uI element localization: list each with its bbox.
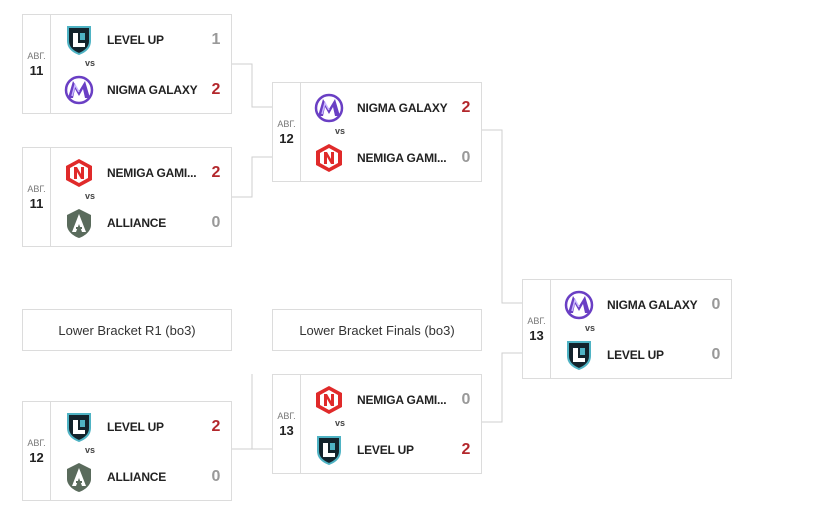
team-score: 1	[211, 31, 221, 48]
team-name: NIGMA GALAXY	[107, 83, 198, 97]
team-row-nigma-galaxy[interactable]: NIGMA GALAXY 2	[51, 65, 231, 115]
team-score: 0	[711, 346, 721, 363]
team-score: 2	[211, 164, 221, 181]
nemiga-logo-icon	[313, 142, 345, 174]
nemiga-logo-icon	[63, 157, 95, 189]
vs-label: vs	[335, 418, 346, 428]
match-card-upper-final[interactable]: АВГ. 12 NIGMA GALAXY 2 vs NEMIGA GAMI...…	[272, 82, 482, 182]
match-day: 11	[29, 62, 44, 78]
match-date: АВГ. 13	[523, 280, 551, 378]
alliance-logo-icon	[63, 461, 95, 493]
team-row-level-up[interactable]: LEVEL UP 2	[51, 402, 231, 452]
team-name: NIGMA GALAXY	[357, 101, 448, 115]
match-day: 12	[29, 449, 44, 465]
team-name: ALLIANCE	[107, 216, 167, 230]
match-date: АВГ. 13	[273, 375, 301, 473]
vs-label: vs	[85, 445, 96, 455]
match-month: АВГ.	[27, 50, 46, 61]
team-name: ALLIANCE	[107, 470, 167, 484]
connector-lower-final	[482, 352, 522, 423]
team-name: LEVEL UP	[607, 348, 664, 362]
level-up-logo-icon	[313, 434, 345, 466]
match-day: 13	[279, 422, 294, 438]
vs-label: vs	[85, 58, 96, 68]
team-score: 0	[461, 391, 471, 408]
match-day: 13	[529, 327, 544, 343]
team-row-level-up[interactable]: LEVEL UP 2	[301, 425, 481, 475]
team-name: LEVEL UP	[107, 420, 164, 434]
match-date: АВГ. 12	[273, 83, 301, 181]
nigma-galaxy-logo-icon	[63, 74, 95, 106]
match-card-lower-r1[interactable]: АВГ. 12 LEVEL UP 2 vs ALLIANCE 0	[22, 401, 232, 501]
nigma-galaxy-logo-icon	[563, 289, 595, 321]
match-day: 12	[279, 130, 294, 146]
match-card-upper-r1-top[interactable]: АВГ. 11 LEVEL UP 1 vs NIGMA GALAXY 2	[22, 14, 232, 114]
team-score: 0	[461, 149, 471, 166]
team-score: 0	[711, 296, 721, 313]
team-row-level-up[interactable]: LEVEL UP 0	[551, 330, 731, 380]
team-name: NIGMA GALAXY	[607, 298, 698, 312]
team-score: 0	[211, 468, 221, 485]
team-score: 0	[211, 214, 221, 231]
team-row-nemiga[interactable]: NEMIGA GAMI... 0	[301, 133, 481, 183]
team-name: LEVEL UP	[107, 33, 164, 47]
connector-upper-r1-top	[232, 63, 272, 108]
team-name: NEMIGA GAMI...	[357, 151, 447, 165]
match-card-grand-final[interactable]: АВГ. 13 NIGMA GALAXY 0 vs LEVEL UP 0	[522, 279, 732, 379]
match-date: АВГ. 11	[23, 148, 51, 246]
nemiga-logo-icon	[313, 384, 345, 416]
team-row-nigma-galaxy[interactable]: NIGMA GALAXY 0	[551, 280, 731, 330]
team-score: 2	[461, 441, 471, 458]
nigma-galaxy-logo-icon	[313, 92, 345, 124]
team-row-alliance[interactable]: ALLIANCE 0	[51, 452, 231, 502]
connector-upper-r1-bottom	[232, 156, 272, 198]
team-row-alliance[interactable]: ALLIANCE 0	[51, 198, 231, 248]
lower-bracket-finals-label: Lower Bracket Finals (bo3)	[272, 309, 482, 351]
connector-upper-final	[482, 129, 522, 304]
vs-label: vs	[85, 191, 96, 201]
alliance-logo-icon	[63, 207, 95, 239]
match-month: АВГ.	[27, 183, 46, 194]
team-row-nemiga[interactable]: NEMIGA GAMI... 0	[301, 375, 481, 425]
match-date: АВГ. 12	[23, 402, 51, 500]
connector-lower-r1	[232, 374, 253, 450]
match-month: АВГ.	[277, 410, 296, 421]
team-score: 2	[211, 418, 221, 435]
team-name: LEVEL UP	[357, 443, 414, 457]
match-card-lower-final[interactable]: АВГ. 13 NEMIGA GAMI... 0 vs LEVEL UP 2	[272, 374, 482, 474]
team-name: NEMIGA GAMI...	[357, 393, 447, 407]
lower-bracket-r1-label: Lower Bracket R1 (bo3)	[22, 309, 232, 351]
team-score: 2	[211, 81, 221, 98]
match-month: АВГ.	[27, 437, 46, 448]
team-row-nemiga[interactable]: NEMIGA GAMI... 2	[51, 148, 231, 198]
team-name: NEMIGA GAMI...	[107, 166, 197, 180]
level-up-logo-icon	[563, 339, 595, 371]
team-row-level-up[interactable]: LEVEL UP 1	[51, 15, 231, 65]
vs-label: vs	[585, 323, 596, 333]
match-card-upper-r1-bottom[interactable]: АВГ. 11 NEMIGA GAMI... 2 vs ALLIANCE 0	[22, 147, 232, 247]
vs-label: vs	[335, 126, 346, 136]
match-date: АВГ. 11	[23, 15, 51, 113]
team-score: 2	[461, 99, 471, 116]
team-row-nigma-galaxy[interactable]: NIGMA GALAXY 2	[301, 83, 481, 133]
level-up-logo-icon	[63, 24, 95, 56]
match-month: АВГ.	[277, 118, 296, 129]
level-up-logo-icon	[63, 411, 95, 443]
match-month: АВГ.	[527, 315, 546, 326]
match-day: 11	[29, 195, 44, 211]
